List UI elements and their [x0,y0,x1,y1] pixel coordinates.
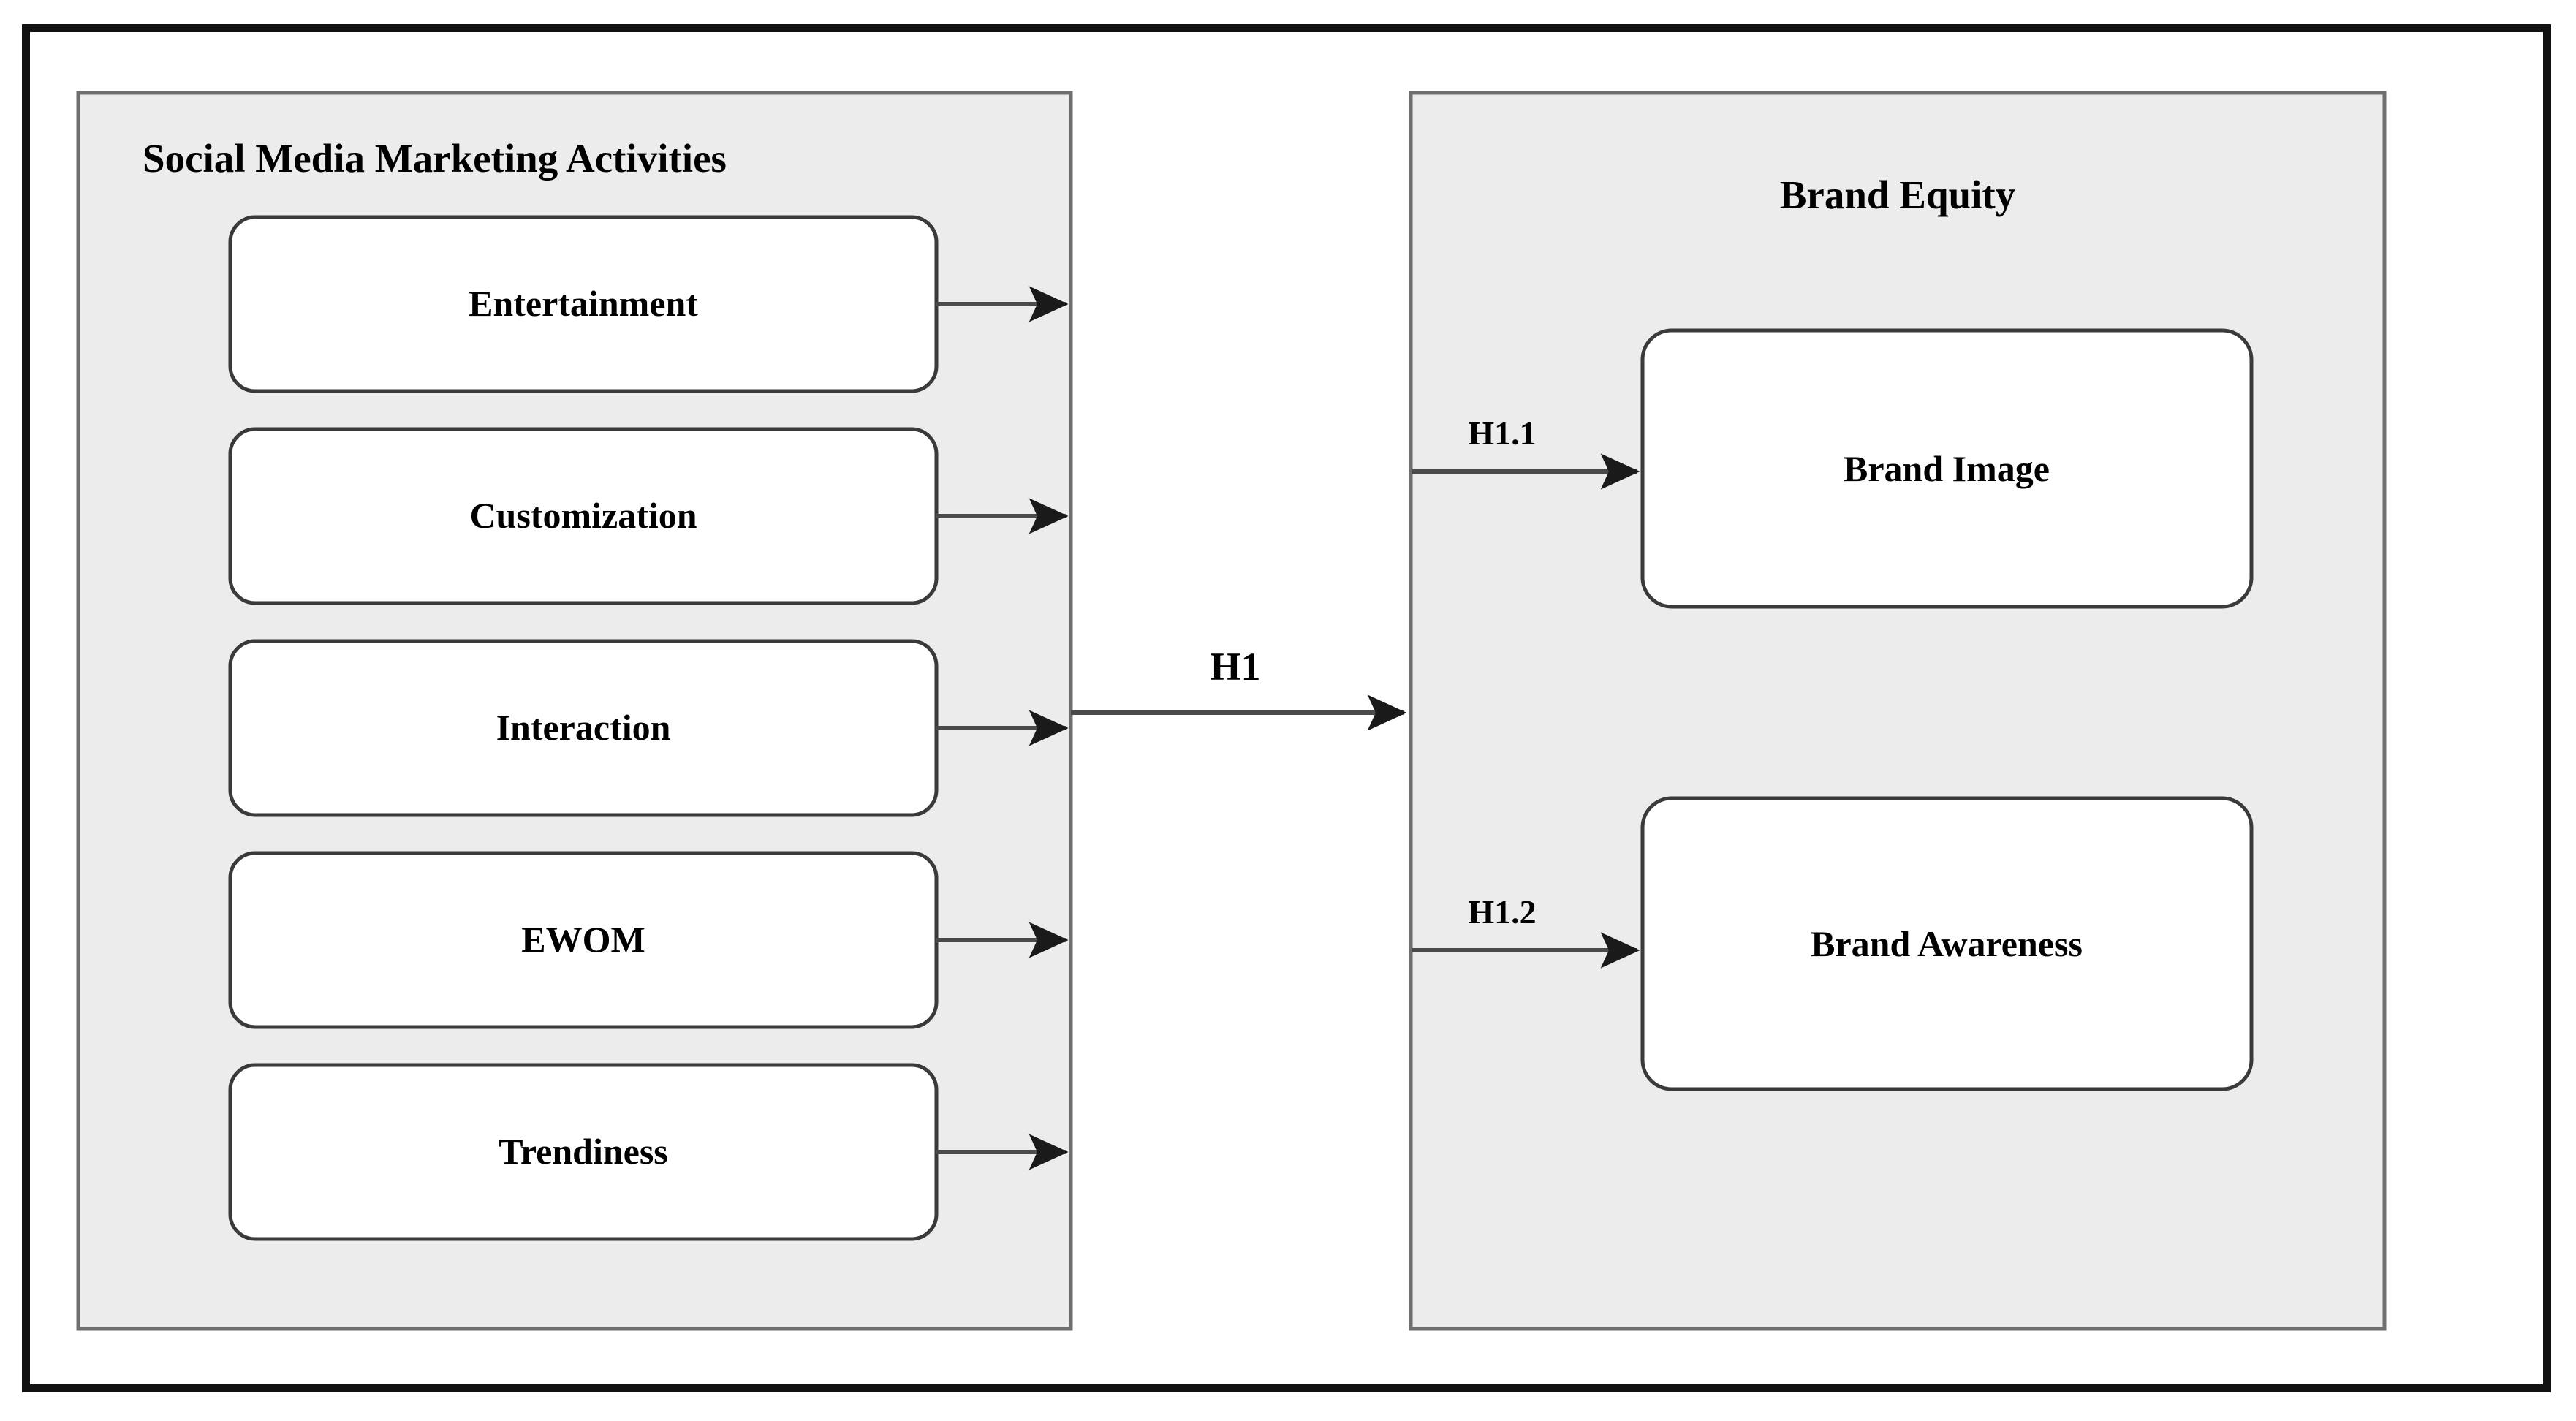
hypothesis-label-h12: H1.2 [1468,893,1536,931]
hypothesis-label-h11: H1.1 [1468,414,1536,452]
construct-entertainment: Entertainment [228,215,939,393]
construct-label: Customization [469,495,697,536]
construct-interaction: Interaction [228,639,939,817]
construct-ewom: EWOM [228,851,939,1029]
construct-trendiness: Trendiness [228,1063,939,1241]
construct-box [1640,796,2254,1091]
construct-label: Interaction [496,707,671,748]
construct-brand-image: Brand Image [1640,328,2254,609]
hypothesis-label-h1: H1 [1210,645,1260,689]
left-panel-group: Social Media Marketing Activities Entert… [76,91,1073,1331]
right-panel-group: Brand Equity Brand Image Brand Awareness… [1409,91,2387,1331]
construct-label: EWOM [521,919,645,960]
right-panel-title: Brand Equity [1780,173,2015,217]
construct-label: Entertainment [469,283,698,324]
construct-box [1640,328,2254,609]
construct-label: Brand Awareness [1811,923,2083,964]
construct-label: Trendiness [499,1131,668,1172]
construct-label: Brand Image [1844,448,2050,489]
hypothesis-h12-connector: H1.2 [1412,893,1640,969]
construct-brand-awareness: Brand Awareness [1640,796,2254,1091]
left-panel-title: Social Media Marketing Activities [143,136,727,181]
hypothesis-h1-connector: H1 [1071,645,1407,731]
construct-customization: Customization [228,427,939,605]
right-panel [1409,91,2387,1331]
hypothesis-h11-connector: H1.1 [1412,414,1640,490]
